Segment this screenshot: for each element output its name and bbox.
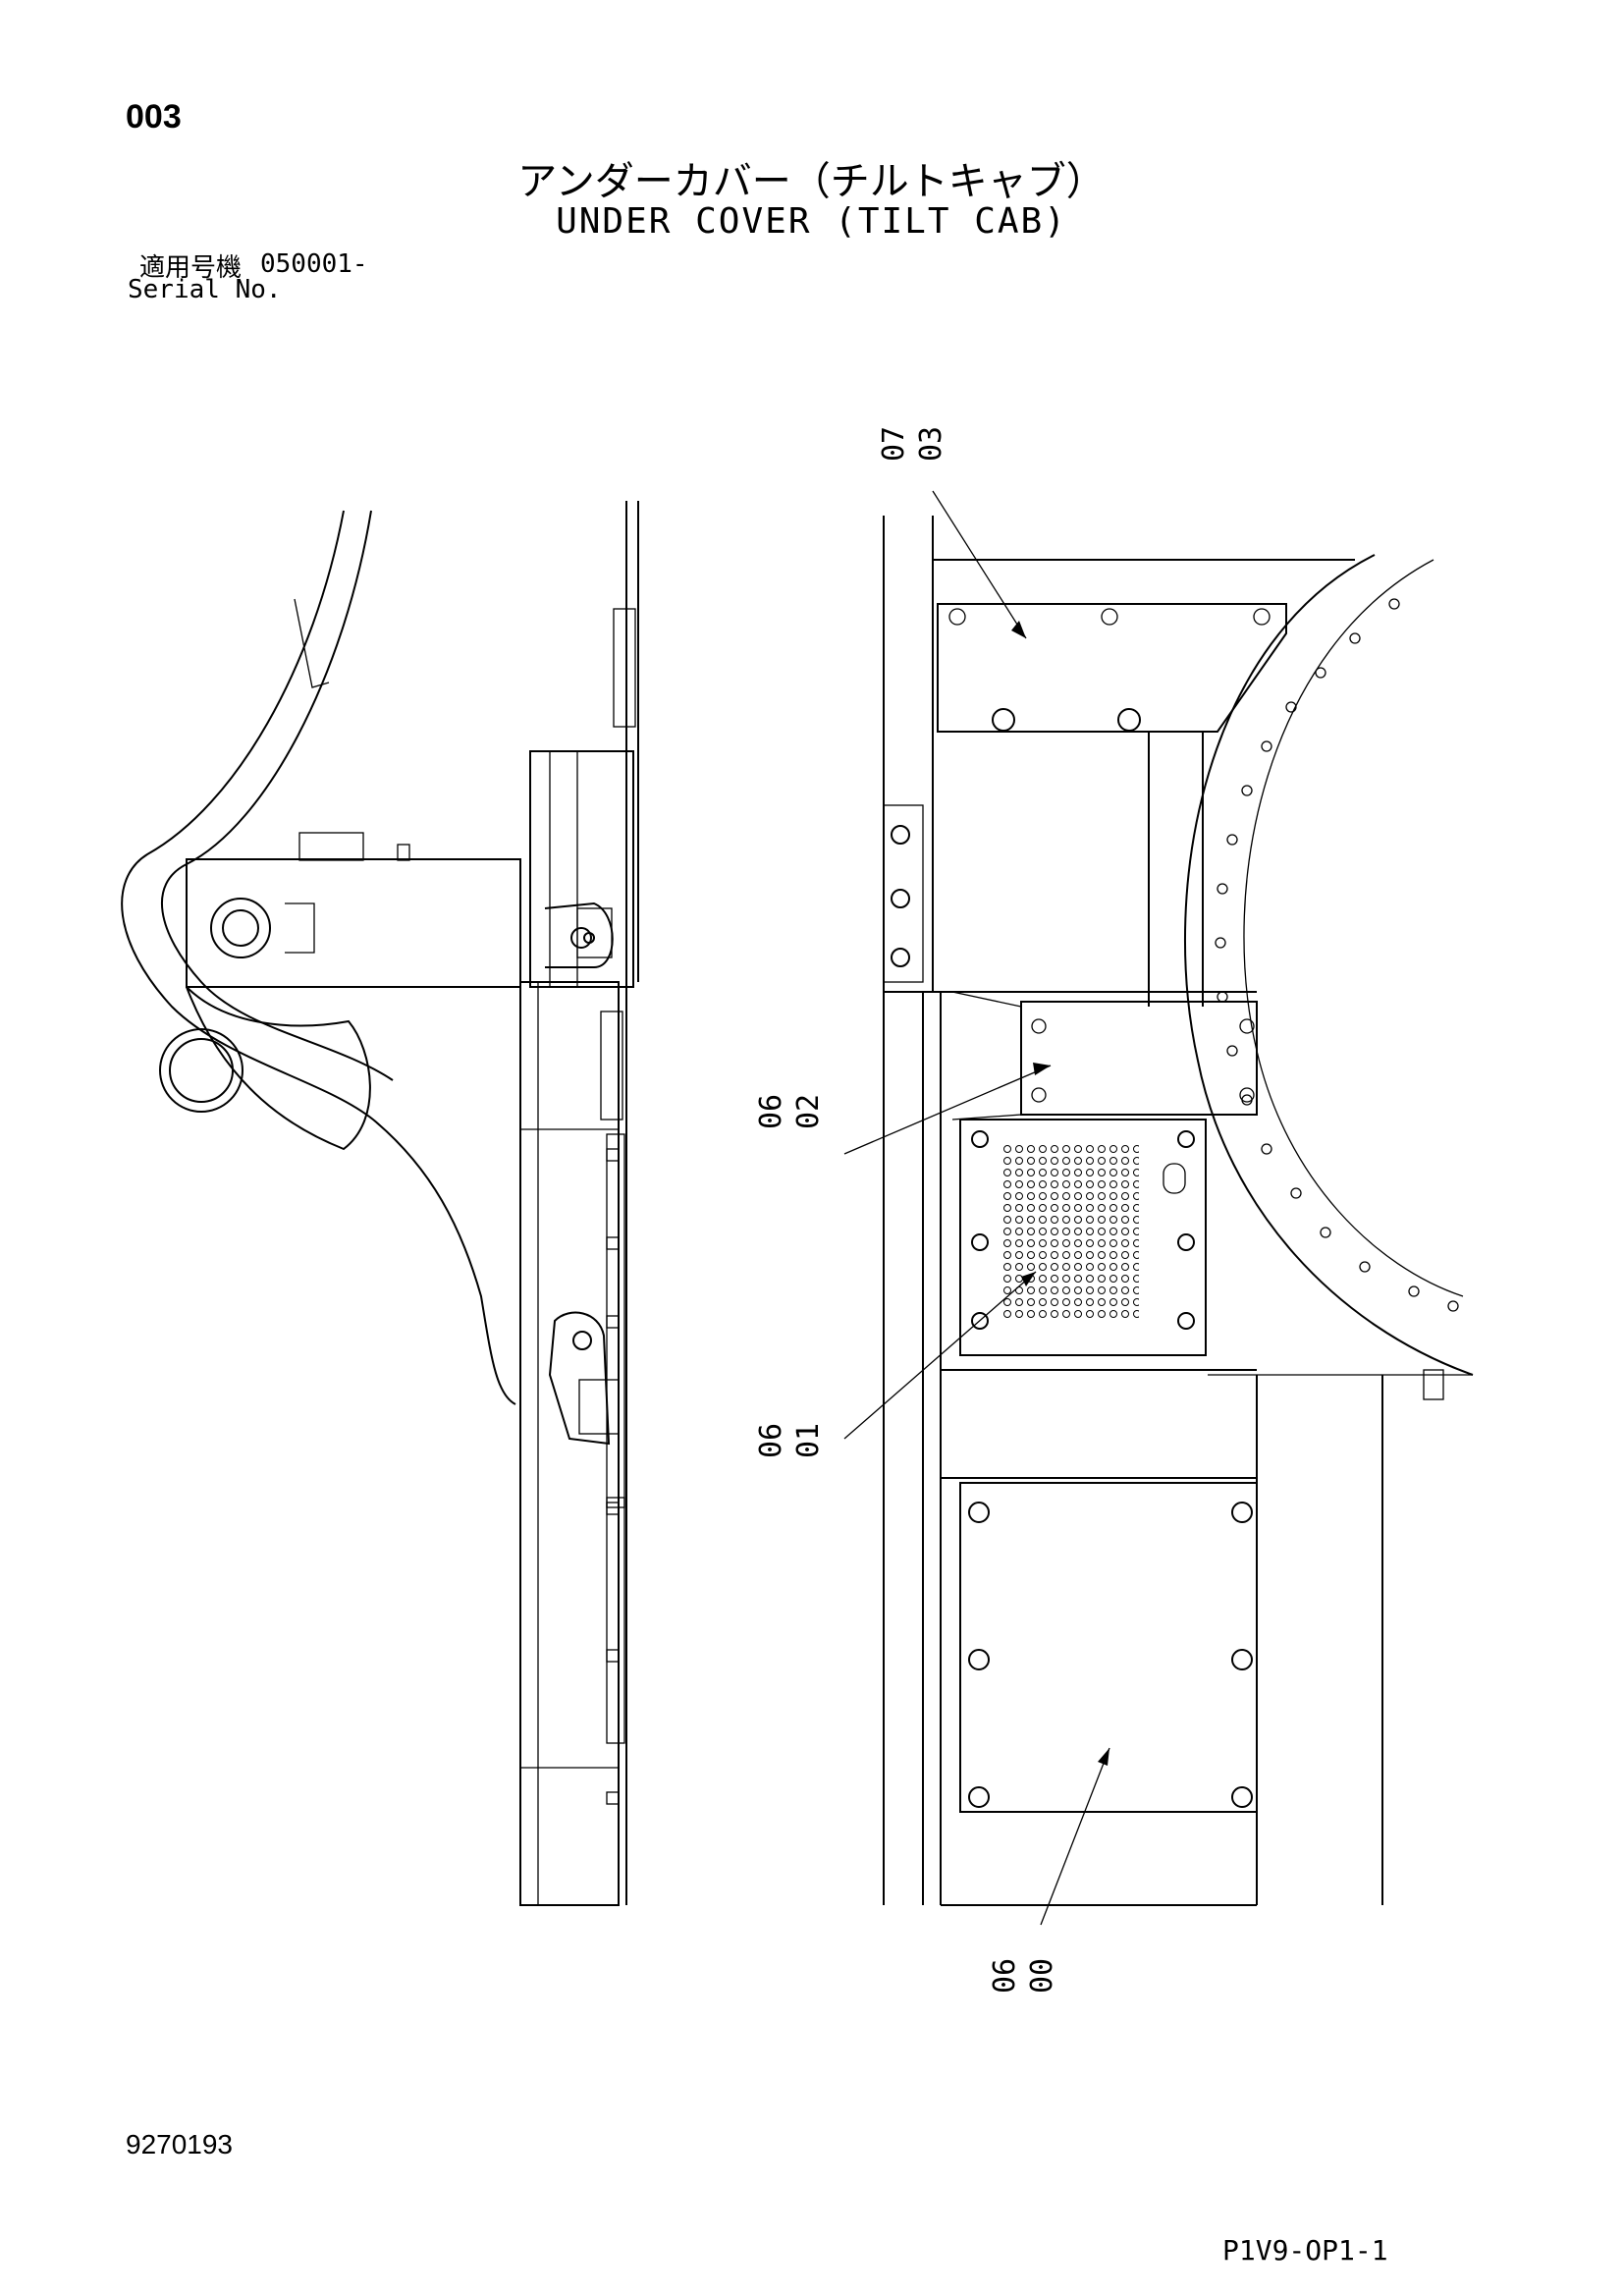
cover-07-03 <box>937 603 1287 733</box>
serial-value: 050001- <box>260 249 368 279</box>
left-side-view <box>121 501 639 1906</box>
title-japanese: アンダーカバー（チルトキャブ） <box>517 159 1106 204</box>
callout-06-02: 06 02 <box>754 1094 826 1129</box>
svg-text:01: 01 <box>791 1423 826 1458</box>
left-frame-bolts <box>606 1148 620 1805</box>
swing-circle-holes <box>1215 598 1459 1312</box>
title-english: UNDER COVER (TILT CAB) <box>556 201 1067 242</box>
page-code: P1V9-OP1-1 <box>1222 2234 1388 2267</box>
cover-06-00 <box>959 1482 1258 1813</box>
svg-text:06: 06 <box>754 1094 788 1129</box>
svg-text:02: 02 <box>791 1094 826 1129</box>
svg-text:03: 03 <box>914 426 948 462</box>
svg-text:06: 06 <box>988 1958 1022 1994</box>
serial-label-japanese: 適用号機 <box>139 253 243 283</box>
right-plan-view <box>883 516 1474 1906</box>
callout-07-03: 07 03 <box>877 426 948 462</box>
svg-text:00: 00 <box>1025 1958 1059 1994</box>
document-number: 9270193 <box>126 2129 234 2159</box>
leader-lines <box>843 490 1110 1926</box>
svg-text:06: 06 <box>754 1423 788 1458</box>
cover-06-02 <box>1020 1001 1258 1116</box>
cover-06-01 <box>959 1119 1207 1356</box>
serial-label-english: Serial No. <box>128 275 282 304</box>
page-number: 003 <box>126 98 182 136</box>
callout-06-01: 06 01 <box>754 1423 826 1458</box>
callout-06-00: 06 00 <box>988 1958 1059 1994</box>
svg-text:07: 07 <box>877 426 911 462</box>
